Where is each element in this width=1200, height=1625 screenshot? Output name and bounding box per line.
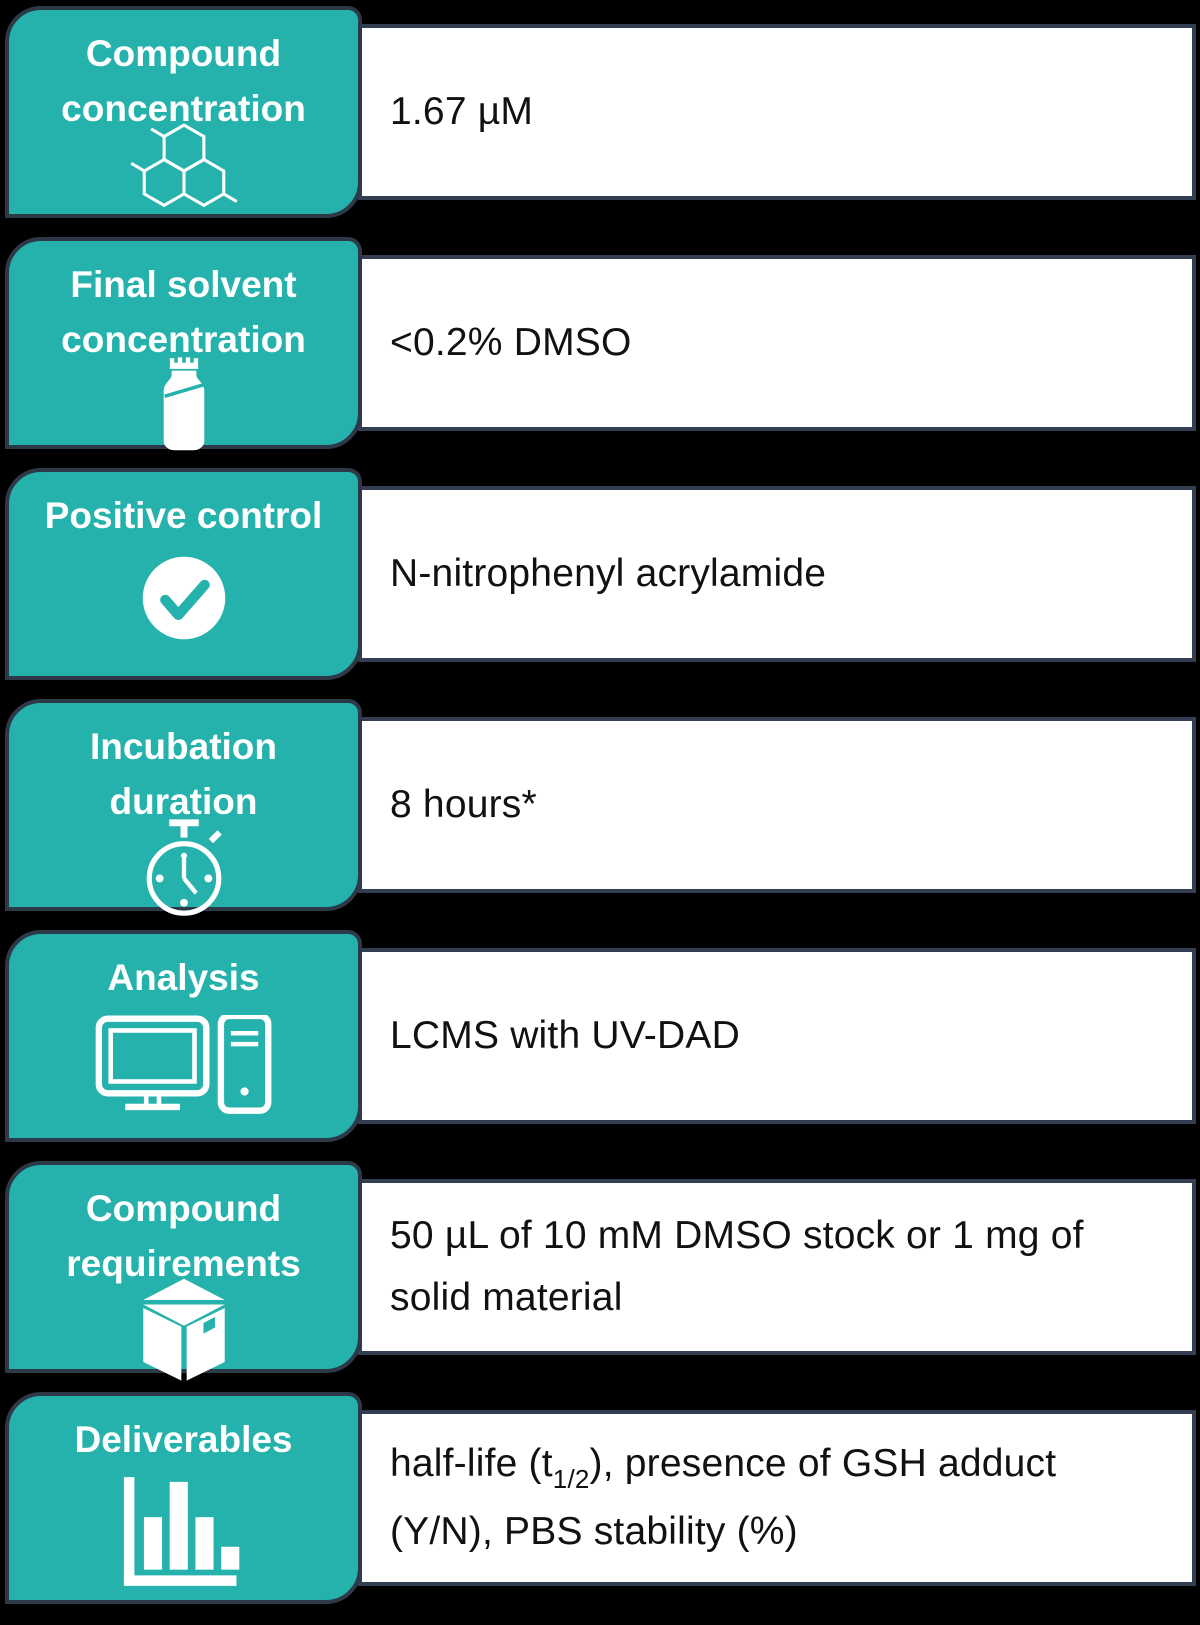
stopwatch-icon [136, 815, 232, 921]
spec-label-card: Compound requirements [5, 1161, 362, 1381]
row-value: 50 µL of 10 mM DMSO stock or 1 mg of sol… [390, 1213, 1084, 1319]
row-label: Incubation duration [89, 726, 278, 822]
spec-label-card: Compound concentration [5, 6, 362, 218]
table-row: LCMS with UV-DAD Analysis [0, 930, 1200, 1142]
row-value: half-life (t1/2), presence of GSH adduct… [390, 1433, 1162, 1563]
spec-value-card: 8 hours* [358, 717, 1196, 893]
spec-label-card: Positive control [5, 468, 362, 680]
value-text: half-life (t [390, 1442, 553, 1485]
check-circle-icon [139, 553, 229, 643]
spec-value-card: 50 µL of 10 mM DMSO stock or 1 mg of sol… [358, 1179, 1196, 1355]
molecule-icon [119, 122, 249, 210]
spec-value-card: 1.67 µM [358, 24, 1196, 200]
spec-value-card: <0.2% DMSO [358, 255, 1196, 431]
row-value: 8 hours* [390, 782, 537, 826]
table-row: 50 µL of 10 mM DMSO stock or 1 mg of sol… [0, 1161, 1200, 1381]
spec-value-card: half-life (t1/2), presence of GSH adduct… [358, 1410, 1196, 1586]
table-row: 1.67 µM Compound concentration [0, 6, 1200, 218]
row-label: Positive control [44, 495, 323, 536]
row-label: Analysis [107, 957, 260, 998]
table-row: 8 hours* Incubation duration [0, 699, 1200, 916]
spec-label-card: Deliverables [5, 1392, 362, 1604]
row-label: Final solvent concentration [61, 264, 306, 360]
row-label: Compound concentration [61, 33, 306, 129]
table-row: N-nitrophenyl acrylamide Positive contro… [0, 468, 1200, 680]
row-value: <0.2% DMSO [390, 320, 632, 364]
spec-label-card: Incubation duration [5, 699, 362, 916]
spec-label-card: Final solvent concentration [5, 237, 362, 452]
bottle-icon [153, 353, 215, 452]
bar-chart-icon [122, 1477, 246, 1586]
spec-label-card: Analysis [5, 930, 362, 1142]
spec-value-card: LCMS with UV-DAD [358, 948, 1196, 1124]
value-text: ), presence of GSH adduct (Y/N), PBS sta… [390, 1442, 1057, 1553]
package-icon [136, 1277, 232, 1385]
computer-icon [95, 1015, 273, 1117]
row-value: 1.67 µM [390, 89, 534, 133]
row-label: Compound requirements [66, 1188, 301, 1284]
spec-value-card: N-nitrophenyl acrylamide [358, 486, 1196, 662]
row-value: LCMS with UV-DAD [390, 1013, 740, 1057]
value-subscript: 1/2 [552, 1464, 590, 1494]
row-value: N-nitrophenyl acrylamide [390, 551, 827, 595]
table-row: half-life (t1/2), presence of GSH adduct… [0, 1392, 1200, 1604]
table-row: <0.2% DMSO Final solvent concentration [0, 237, 1200, 452]
row-label: Deliverables [74, 1419, 293, 1460]
